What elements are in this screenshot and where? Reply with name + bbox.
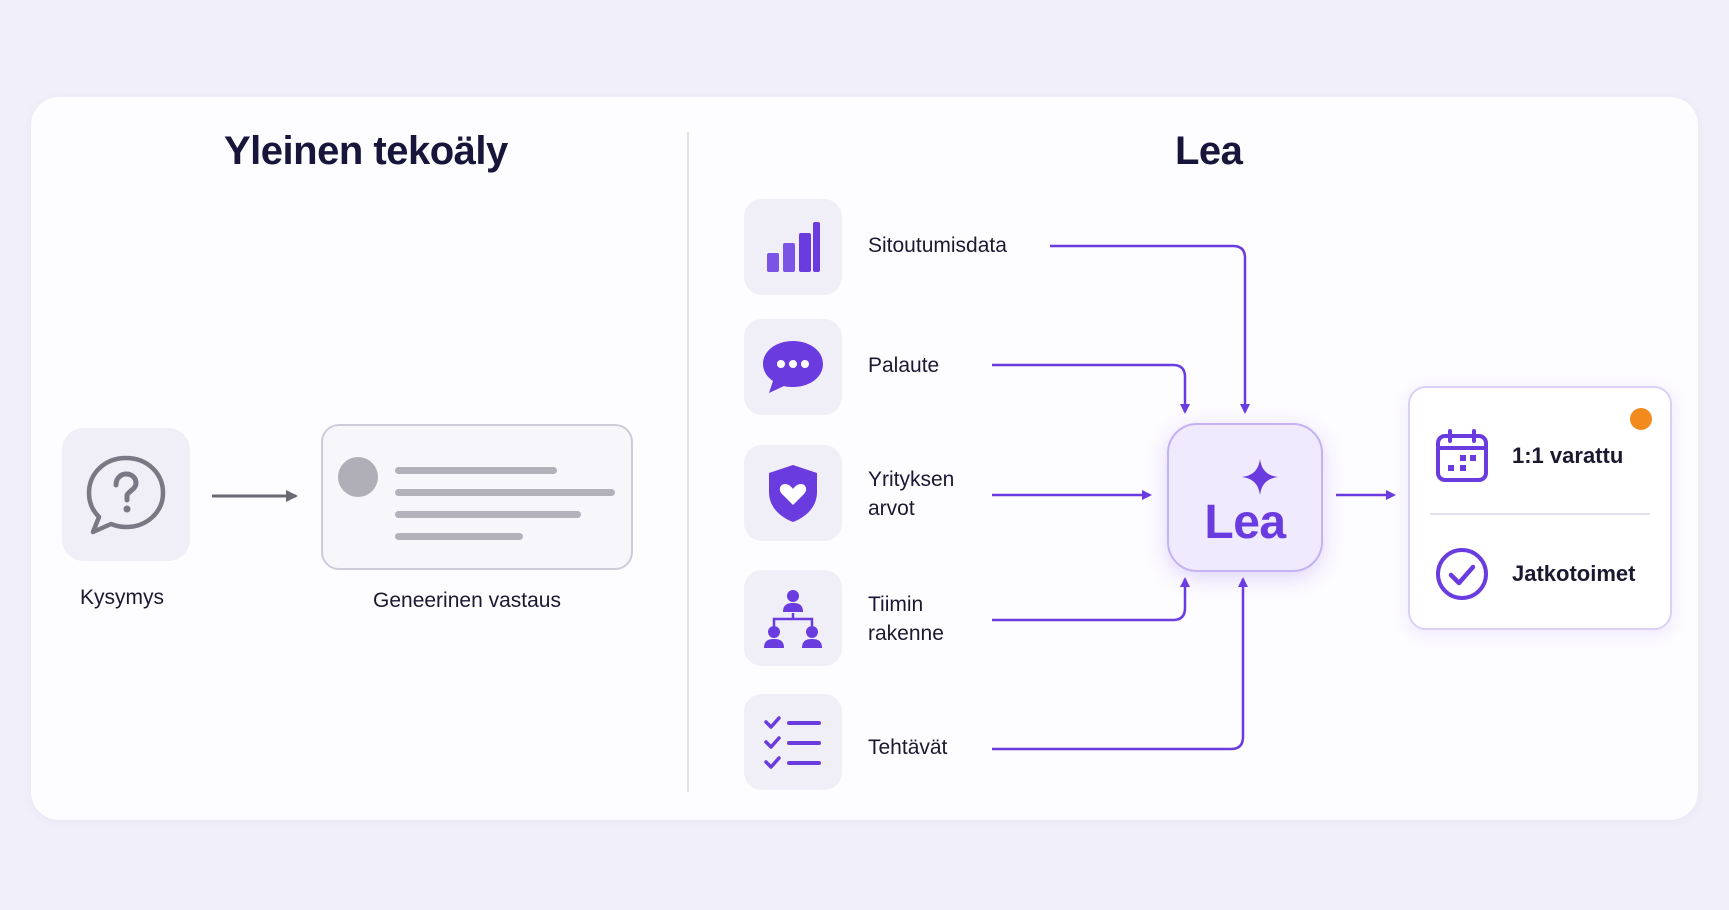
- lea-hub: Lea: [1167, 423, 1323, 572]
- check-circle-icon: [1436, 548, 1488, 600]
- source-label-engagement: Sitoutumisdata: [868, 234, 1007, 257]
- connector-tasks: [992, 577, 1248, 751]
- source-tile-values: [744, 445, 842, 541]
- source-tile-feedback: [744, 319, 842, 415]
- text-line-placeholder: [395, 533, 523, 540]
- notification-dot: [1630, 408, 1652, 430]
- text-line-placeholder: [395, 467, 557, 474]
- shield-heart-icon: [769, 465, 817, 522]
- source-label-feedback: Palaute: [868, 354, 940, 377]
- generic-ai-title: Yleinen tekoäly: [224, 129, 508, 173]
- connector-engagement: [1050, 244, 1250, 414]
- result-label-followup: Jatkotoimet: [1512, 561, 1636, 586]
- lea-title: Lea: [1175, 129, 1243, 173]
- avatar-placeholder: [338, 457, 378, 497]
- checklist-icon: [764, 716, 821, 769]
- question-label: Kysymys: [80, 586, 164, 609]
- result-separator: [1430, 513, 1650, 515]
- source-label-tasks: Tehtävät: [868, 736, 948, 759]
- text-line-placeholder: [395, 511, 581, 518]
- lea-hub-label: Lea: [1204, 496, 1286, 549]
- source-tile-engagement: [744, 199, 842, 295]
- text-line-placeholder: [395, 489, 615, 496]
- chat-bubble-icon: [763, 341, 823, 393]
- sparkle-icon: [1242, 459, 1278, 495]
- question-tile: [62, 428, 190, 561]
- connector-team: [992, 577, 1190, 622]
- result-followup: Jatkotoimet: [1434, 546, 1635, 602]
- org-chart-icon: [764, 590, 822, 648]
- section-divider: [687, 132, 689, 792]
- bar-chart-icon: [767, 222, 820, 272]
- calendar-icon: [1436, 429, 1488, 482]
- result-card: 1:1 varattu Jatkotoimet: [1408, 386, 1672, 630]
- generic-answer-label: Geneerinen vastaus: [373, 589, 561, 612]
- connector-feedback: [992, 363, 1190, 414]
- source-tile-team: [744, 570, 842, 666]
- source-tile-tasks: [744, 694, 842, 790]
- generic-answer-box: [321, 424, 633, 570]
- result-label-meeting: 1:1 varattu: [1512, 443, 1624, 468]
- question-bubble-icon: [86, 455, 166, 534]
- result-meeting: 1:1 varattu: [1434, 428, 1623, 484]
